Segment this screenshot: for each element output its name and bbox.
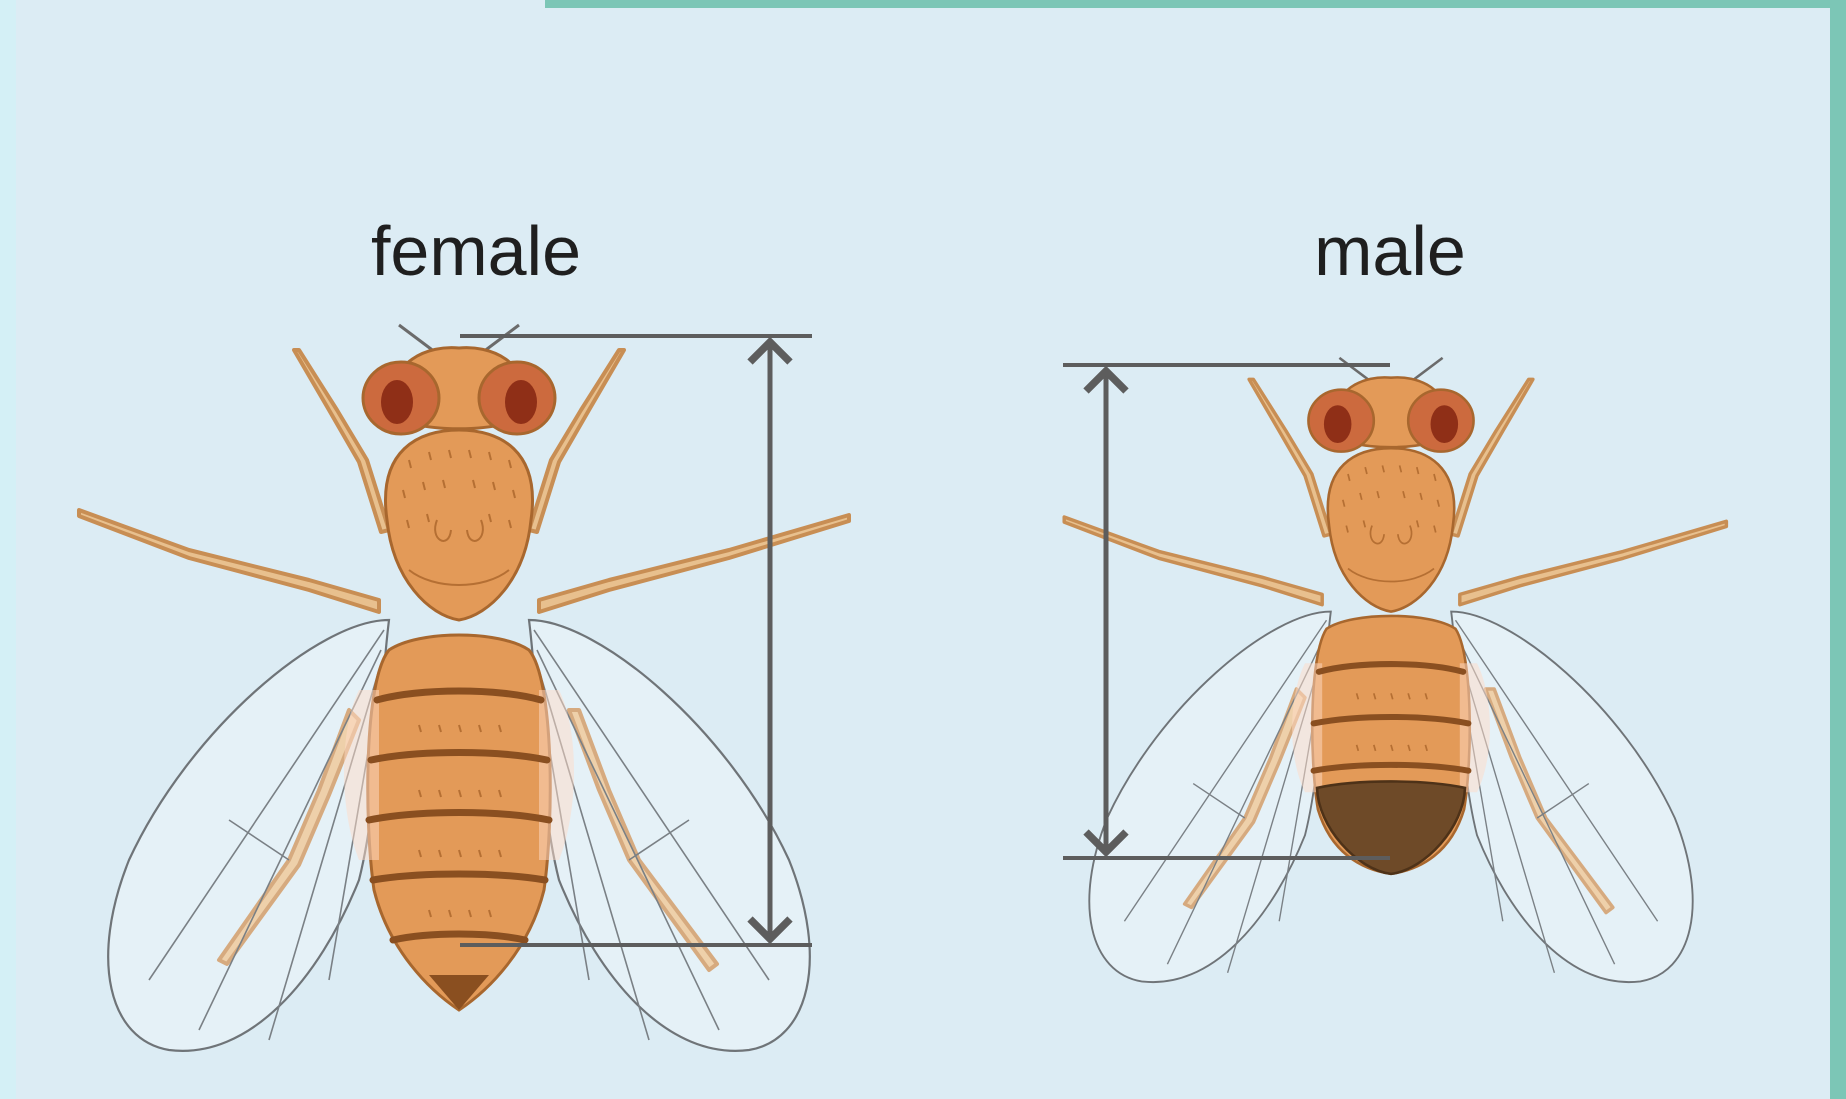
female-label: female [371,212,581,290]
left-frame-accent [0,0,16,1099]
male-label: male [1314,212,1466,290]
top-frame-accent [545,0,1846,8]
female-fly-icon [79,325,849,1051]
right-frame-accent [1830,0,1846,1099]
male-fly-icon [1064,358,1726,982]
